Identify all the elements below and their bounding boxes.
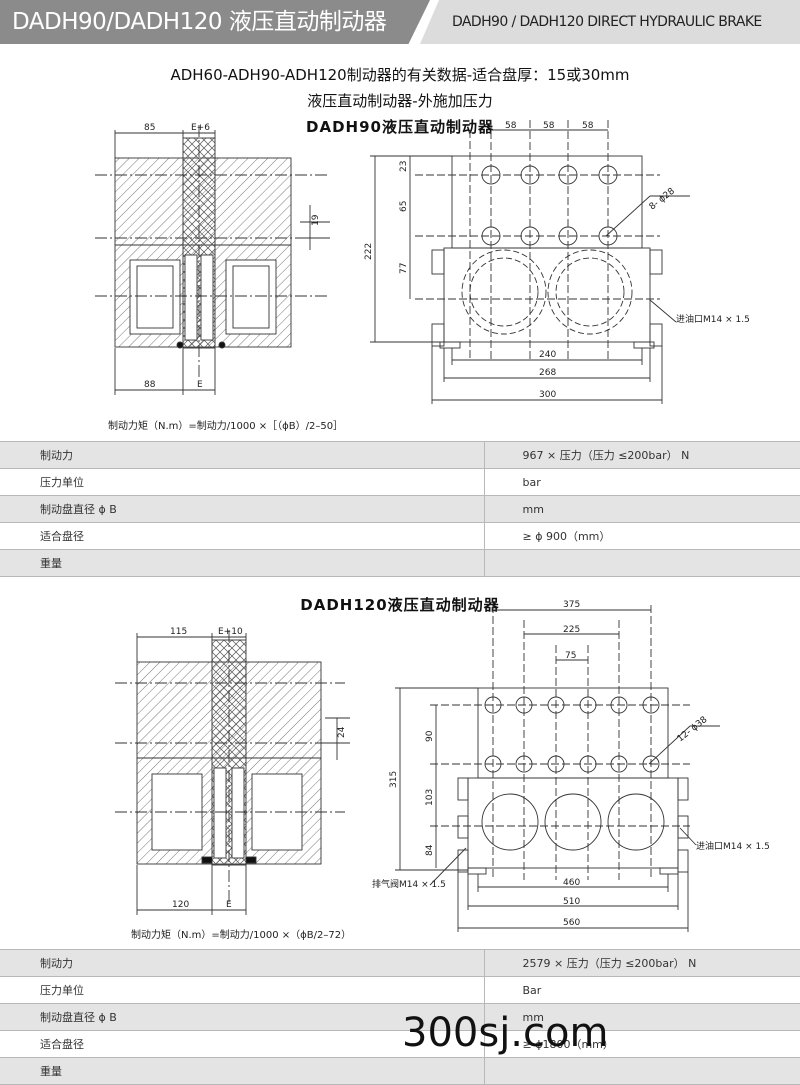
table-row: 制动力 967 × 压力（压力 ≤200bar） N — [0, 441, 800, 469]
dadh120-dim-75: 75 — [565, 651, 576, 661]
spec-value — [484, 549, 800, 577]
dadh90-dim-88: 88 — [144, 380, 156, 390]
dadh120-dim-120: 120 — [172, 900, 189, 910]
dadh90-spec-table: 制动力 967 × 压力（压力 ≤200bar） N 压力单位 bar 制动盘直… — [0, 441, 800, 577]
dadh90-dim-58a: 58 — [505, 121, 517, 131]
intro-line-1: ADH60-ADH90-ADH120制动器的有关数据-适合盘厚：15或30mm — [170, 66, 630, 84]
dadh90-dim-268: 268 — [539, 368, 556, 378]
table-row: 重量 — [0, 1057, 800, 1085]
dadh120-inlet-label: 进油口M14 × 1.5 — [696, 840, 770, 852]
spec-value — [484, 1057, 800, 1085]
dadh90-dim-23: 23 — [399, 161, 409, 172]
dadh90-front-view — [370, 120, 690, 404]
dadh90-dim-e: E — [197, 380, 203, 390]
watermark: 300sj.com — [402, 1010, 609, 1056]
dadh120-side-view — [115, 630, 350, 915]
spec-label: 压力单位 — [0, 468, 485, 496]
table-row: 制动盘直径 ϕ B mm — [0, 495, 800, 523]
dadh120-dim-115: 115 — [170, 627, 187, 637]
dadh90-dim-300: 300 — [539, 390, 556, 400]
dadh120-dim-e10: E+10 — [218, 627, 243, 637]
spec-value: Bar — [484, 976, 800, 1004]
dadh120-dim-90: 90 — [425, 730, 435, 742]
dadh120-dim-510: 510 — [563, 897, 580, 907]
table-row: 压力单位 bar — [0, 468, 800, 496]
dadh90-inlet-label: 进油口M14 × 1.5 — [676, 313, 750, 325]
dadh120-title: DADH120液压直动制动器 — [300, 596, 500, 614]
dadh90-dim-58b: 58 — [543, 121, 555, 131]
spec-value: ≥ ϕ1800（mm） — [484, 1030, 800, 1058]
intro-line-2: 液压直动制动器-外施加压力 — [307, 92, 493, 110]
dadh90-drawing: 85 E+6 19 88 E — [95, 120, 750, 404]
dadh120-dim-460: 460 — [563, 878, 580, 888]
dadh120-drawing: 115 E+10 24 120 E — [115, 600, 770, 932]
dadh90-formula: 制动力矩（N.m）=制动力/1000 ×［（ϕB）/2–50］ — [108, 421, 344, 432]
dadh90-dim-240: 240 — [539, 350, 556, 360]
spec-label: 制动盘直径 ϕ B — [0, 495, 485, 523]
table-row: 制动力 2579 × 压力（压力 ≤200bar） N — [0, 949, 800, 977]
dadh120-formula: 制动力矩（N.m）=制动力/1000 ×（ϕB/2–72） — [131, 930, 352, 941]
dadh120-dim-84: 84 — [425, 844, 435, 856]
spec-label: 适合盘径 — [0, 522, 485, 550]
dadh90-dim-85: 85 — [144, 123, 155, 133]
spec-value: mm — [484, 495, 800, 523]
dadh90-dim-58c: 58 — [582, 121, 594, 131]
spec-label: 制动盘直径 ϕ B — [0, 1003, 485, 1031]
dadh90-dim-65: 65 — [399, 201, 409, 212]
spec-value: 2579 × 压力（压力 ≤200bar） N — [484, 949, 800, 977]
dadh120-dim-e: E — [226, 900, 232, 910]
spec-label: 制动力 — [0, 949, 485, 977]
spec-label: 压力单位 — [0, 976, 485, 1004]
table-row: 适合盘径 ≥ ϕ1800（mm） — [0, 1030, 800, 1058]
table-row: 重量 — [0, 549, 800, 577]
spec-label: 制动力 — [0, 441, 485, 469]
table-row: 适合盘径 ≥ ϕ 900（mm） — [0, 522, 800, 550]
dadh90-title: DADH90液压直动制动器 — [306, 118, 494, 136]
dadh120-front-view — [395, 605, 720, 932]
dadh90-dim-222: 222 — [364, 243, 374, 260]
dadh120-vent-label: 排气阀M14 × 1.5 — [372, 878, 446, 890]
dadh120-holes-label: 12- ϕ38 — [676, 715, 710, 745]
spec-value: 967 × 压力（压力 ≤200bar） N — [484, 441, 800, 469]
dadh120-dim-225: 225 — [563, 625, 580, 635]
dadh90-holes-label: 8- ϕ28 — [648, 186, 677, 212]
spec-value: bar — [484, 468, 800, 496]
dadh120-dim-24: 24 — [337, 726, 347, 738]
dadh90-side-view — [95, 125, 330, 395]
dadh120-dim-375: 375 — [563, 600, 580, 610]
dadh90-dim-19: 19 — [311, 214, 321, 226]
dadh120-dim-103: 103 — [425, 789, 435, 806]
spec-label: 重量 — [0, 1057, 485, 1085]
spec-label: 重量 — [0, 549, 485, 577]
header-title-en: DADH90 / DADH120 DIRECT HYDRAULIC BRAKE — [420, 0, 800, 44]
spec-label: 适合盘径 — [0, 1030, 485, 1058]
dadh120-spec-table: 制动力 2579 × 压力（压力 ≤200bar） N 压力单位 Bar 制动盘… — [0, 949, 800, 1085]
spec-value: ≥ ϕ 900（mm） — [484, 522, 800, 550]
page-header: DADH90/DADH120 液压直动制动器 DADH90 / DADH120 … — [0, 0, 800, 46]
dadh90-dim-e6: E+6 — [191, 123, 210, 133]
table-row: 制动盘直径 ϕ B mm — [0, 1003, 800, 1031]
dadh90-dim-77: 77 — [399, 263, 409, 274]
spec-value: mm — [484, 1003, 800, 1031]
dadh120-dim-315: 315 — [389, 771, 399, 788]
dadh120-dim-560: 560 — [563, 918, 580, 928]
table-row: 压力单位 Bar — [0, 976, 800, 1004]
header-title-cn: DADH90/DADH120 液压直动制动器 — [0, 0, 430, 44]
